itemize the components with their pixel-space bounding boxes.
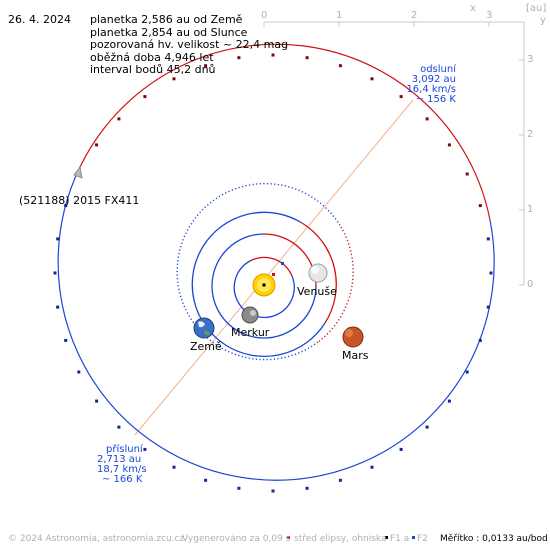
earth-orbit-above <box>301 222 337 324</box>
asteroid-orbit-above <box>79 43 491 221</box>
orbit-interval-point <box>271 53 275 57</box>
x-tick-label: 2 <box>411 10 418 21</box>
info-line-sun-distance: planetka 2,854 au od Slunce <box>90 25 248 39</box>
mercury-icon <box>241 306 259 324</box>
venus-orbit-below <box>211 233 317 339</box>
info-line-magnitude: pozorovaná hv. velikost ~ 22,4 mag <box>90 38 289 51</box>
orbit-interval-point <box>478 338 482 342</box>
legend-f1-label: F1 a <box>390 534 410 544</box>
axis-unit-label: [au] <box>526 3 547 14</box>
orbit-interval-point <box>465 172 469 176</box>
orbit-interval-point <box>425 117 429 121</box>
mars-label: Mars <box>342 349 369 362</box>
orbit-interval-point <box>486 305 490 309</box>
perihelion-temperature: ~ 166 K <box>102 474 143 485</box>
x-tick-label: 1 <box>336 10 343 21</box>
orbit-interval-point <box>77 370 81 374</box>
legend-f2-swatch <box>412 536 415 539</box>
orbit-interval-points <box>53 53 493 493</box>
orbit-interval-point <box>478 204 482 208</box>
orbit-interval-point <box>465 370 469 374</box>
legend-center-label: střed elipsy, ohniska <box>294 534 387 544</box>
mars-orbit-below <box>176 182 342 361</box>
scale-label: Měřítko : 0,0133 au/bod <box>440 534 548 544</box>
earth-icon <box>193 317 215 339</box>
orbit-interval-point <box>56 305 60 309</box>
asteroid-orbit-below <box>57 166 495 481</box>
legend-center-swatch <box>287 536 290 539</box>
orbit-interval-point <box>95 143 99 147</box>
orbit-interval-point <box>399 447 403 451</box>
x-tick-label: 0 <box>261 10 268 21</box>
orbit-interval-point <box>172 77 176 81</box>
mars-icon <box>342 326 364 348</box>
earth-orbit-below <box>191 211 326 357</box>
orbit-interval-point <box>204 64 208 68</box>
orbit-interval-point <box>172 465 176 469</box>
orbit-interval-point <box>64 204 68 208</box>
info-line-interval: interval bodů 45,2 dnů <box>90 63 216 76</box>
aphelion-distance: 3,092 au <box>411 74 456 85</box>
orbit-interval-point <box>271 489 275 493</box>
asteroid-name-label: (521188) 2015 FX411 <box>19 194 140 207</box>
venus-label: Venuše <box>297 285 337 298</box>
date-label: 26. 4. 2024 <box>8 13 71 26</box>
axis-ticks <box>263 22 524 286</box>
info-line-earth-distance: planetka 2,586 au od Země <box>90 13 243 26</box>
generation-time-footer: Vygenerováno za 0,09 s <box>182 534 291 544</box>
asteroid-marker-icon <box>73 166 83 179</box>
y-tick-label: 3 <box>527 54 534 65</box>
mercury-label: Merkur <box>231 326 270 339</box>
x-axis-name: x <box>470 3 476 14</box>
orbit-interval-point <box>53 271 57 275</box>
perihelion-title: přísluní <box>106 444 143 455</box>
orbit-interval-point <box>64 338 68 342</box>
aphelion-title: odsluní <box>420 64 456 75</box>
y-tick-label: 0 <box>527 279 534 290</box>
orbit-interval-point <box>237 56 241 60</box>
orbit-interval-point <box>237 486 241 490</box>
orbit-interval-point <box>447 399 451 403</box>
aphelion-speed: 16,4 km/s <box>406 84 456 95</box>
orbit-interval-point <box>95 399 99 403</box>
orbit-interval-point <box>370 465 374 469</box>
perihelion-speed: 18,7 km/s <box>97 464 147 475</box>
orbit-interval-point <box>486 237 490 241</box>
orbit-interval-point <box>338 478 342 482</box>
ellipse-center-marker <box>272 273 275 276</box>
orbit-interval-point <box>338 64 342 68</box>
orbit-interval-point <box>204 478 208 482</box>
y-axis-name: y <box>540 15 546 26</box>
mercury-orbit-above <box>249 256 293 277</box>
orbit-interval-point <box>489 271 493 275</box>
earth-label: Země <box>190 340 222 353</box>
orbit-interval-point <box>56 237 60 241</box>
y-tick-label: 1 <box>527 204 534 215</box>
focus-f2-marker <box>281 262 284 265</box>
sun-icon <box>252 273 276 297</box>
orbit-interval-point <box>143 447 147 451</box>
orbit-interval-point <box>425 425 429 429</box>
legend-f2-label: F2 <box>417 534 428 544</box>
orbit-interval-point <box>305 56 309 60</box>
orbit-interval-point <box>447 143 451 147</box>
y-tick-label: 2 <box>527 129 534 140</box>
orbit-interval-point <box>399 95 403 99</box>
orbit-interval-point <box>117 425 121 429</box>
copyright-footer: © 2024 Astronomia, astronomia.zcu.cz <box>8 534 185 544</box>
perihelion-distance: 2,713 au <box>97 454 142 465</box>
orbit-interval-point <box>117 117 121 121</box>
orbit-interval-point <box>305 486 309 490</box>
info-line-period: oběžná doba 4,946 let <box>90 50 214 64</box>
legend-f1-swatch <box>385 536 388 539</box>
mars-orbit-above <box>317 226 354 343</box>
aphelion-temperature: ~ 156 K <box>415 94 456 105</box>
x-tick-label: 3 <box>486 10 493 21</box>
venus-icon <box>308 263 328 283</box>
orbit-interval-point <box>370 77 374 81</box>
apsides-line <box>134 99 414 436</box>
orbit-interval-point <box>143 95 147 99</box>
